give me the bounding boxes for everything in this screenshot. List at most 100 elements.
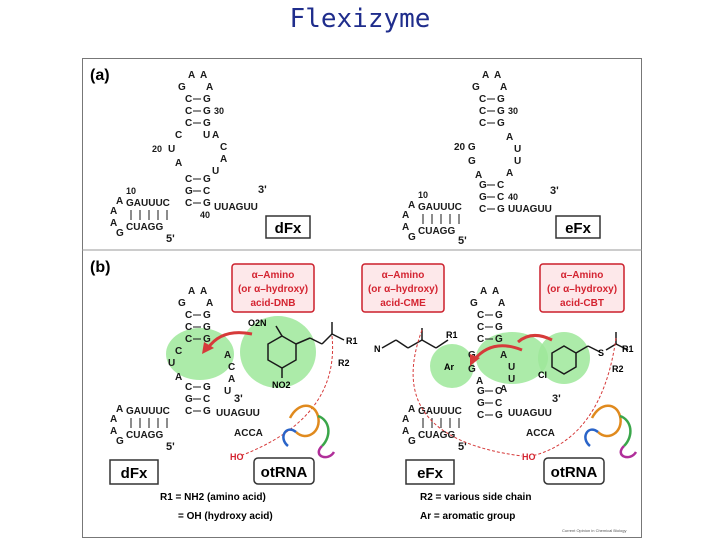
svg-text:C: C	[185, 406, 192, 417]
svg-text:GAUUUC: GAUUUC	[126, 198, 170, 209]
svg-text:20: 20	[152, 144, 162, 154]
svg-text:C: C	[185, 382, 192, 393]
svg-text:G: G	[203, 106, 211, 117]
svg-text:A: A	[175, 372, 182, 383]
svg-text:G: G	[495, 410, 503, 421]
credit: Current Opinion in Chemical Biology	[562, 528, 626, 533]
svg-text:GAUUUC: GAUUUC	[418, 202, 462, 213]
svg-text:G: G	[497, 204, 505, 215]
svg-text:U: U	[203, 130, 210, 141]
panel-b-label: (b)	[90, 259, 110, 276]
svg-text:α–Amino: α–Amino	[252, 270, 295, 281]
svg-text:C: C	[175, 346, 182, 357]
svg-text:A: A	[116, 404, 123, 415]
svg-text:CUAGG: CUAGG	[418, 430, 455, 441]
svg-text:A: A	[188, 286, 195, 297]
svg-text:acid-DNB: acid-DNB	[250, 298, 295, 309]
svg-text:5': 5'	[458, 235, 467, 247]
svg-text:HO: HO	[522, 452, 536, 462]
svg-text:3': 3'	[552, 393, 561, 405]
svg-text:UUAGUU: UUAGUU	[508, 408, 552, 419]
svg-text:C: C	[477, 334, 484, 345]
legend-r1-amino: R1 = NH2 (amino acid)	[160, 492, 266, 503]
svg-text:G: G	[116, 228, 124, 239]
otrna-tag-right-label: otRNA	[551, 464, 598, 481]
svg-text:C: C	[185, 118, 192, 129]
svg-text:40: 40	[508, 192, 518, 202]
svg-text:A: A	[506, 168, 513, 179]
svg-text:G: G	[203, 174, 211, 185]
efx-binding-highlight	[476, 332, 548, 384]
svg-text:C: C	[497, 192, 504, 203]
svg-text:A: A	[188, 70, 195, 81]
svg-text:G: G	[479, 192, 487, 203]
svg-text:C: C	[479, 118, 486, 129]
svg-text:C: C	[185, 106, 192, 117]
svg-text:A: A	[110, 426, 117, 437]
cbt-highlight	[538, 332, 590, 384]
svg-text:G: G	[477, 398, 485, 409]
svg-text:A: A	[402, 210, 409, 221]
svg-text:G: G	[203, 118, 211, 129]
svg-text:C: C	[479, 94, 486, 105]
svg-text:A: A	[500, 384, 507, 395]
svg-text:UUAGUU: UUAGUU	[214, 202, 258, 213]
svg-text:A: A	[482, 70, 489, 81]
svg-text:C: C	[495, 398, 502, 409]
svg-text:G: G	[497, 118, 505, 129]
svg-text:C: C	[477, 310, 484, 321]
svg-text:G: G	[477, 386, 485, 397]
svg-text:UUAGUU: UUAGUU	[508, 204, 552, 215]
svg-text:A: A	[480, 286, 487, 297]
r1-label-mid: R1	[446, 330, 458, 340]
svg-text:A: A	[228, 374, 235, 385]
svg-text:(or α–hydroxy): (or α–hydroxy)	[547, 284, 617, 295]
svg-text:G: G	[495, 334, 503, 345]
o2n-label: O2N	[248, 318, 267, 328]
svg-text:(or α–hydroxy): (or α–hydroxy)	[368, 284, 438, 295]
svg-text:α–Amino: α–Amino	[382, 270, 425, 281]
svg-text:C: C	[228, 362, 235, 373]
svg-text:C: C	[220, 142, 227, 153]
dfx-binding-highlight	[166, 328, 234, 380]
svg-text:5': 5'	[166, 233, 175, 245]
svg-text:C: C	[185, 310, 192, 321]
dfx-tag-a-label: dFx	[275, 220, 302, 237]
svg-text:G: G	[470, 298, 478, 309]
svg-text:GAUUUC: GAUUUC	[418, 406, 462, 417]
svg-text:10: 10	[126, 186, 136, 196]
svg-text:A: A	[110, 218, 117, 229]
svg-text:A: A	[408, 200, 415, 211]
efx-tag-a	[555, 215, 601, 239]
otrna-tag-left-label: otRNA	[261, 464, 308, 481]
svg-text:A: A	[110, 206, 117, 217]
svg-text:3': 3'	[550, 185, 559, 197]
efx-tag-a-label: eFx	[565, 220, 592, 237]
svg-text:G: G	[178, 298, 186, 309]
dfx-tag-b-label: dFx	[121, 465, 148, 482]
r2-label-left: R2	[338, 358, 350, 368]
otrna-tag-left	[253, 457, 315, 485]
svg-text:C: C	[203, 186, 210, 197]
svg-text:C: C	[479, 106, 486, 117]
box-acid-cbt: α–Amino (or α–hydroxy) acid-CBT	[539, 263, 625, 313]
svg-text:G: G	[203, 382, 211, 393]
svg-text:U: U	[168, 358, 175, 369]
svg-text:acid-CBT: acid-CBT	[560, 298, 604, 309]
svg-text:20 G: 20 G	[454, 142, 476, 153]
reaction-arrows	[206, 331, 553, 361]
svg-text:C: C	[479, 204, 486, 215]
svg-text:A: A	[402, 222, 409, 233]
svg-text:A: A	[206, 298, 213, 309]
r2-label-right: R2	[612, 364, 624, 374]
svg-text:CUAGG: CUAGG	[126, 430, 163, 441]
svg-text:U: U	[212, 166, 219, 177]
svg-text:A: A	[200, 286, 207, 297]
svg-text:G: G	[408, 436, 416, 447]
svg-text:10: 10	[418, 190, 428, 200]
cl-label: Cl	[538, 370, 547, 380]
panel-a-label: (a)	[90, 67, 110, 84]
